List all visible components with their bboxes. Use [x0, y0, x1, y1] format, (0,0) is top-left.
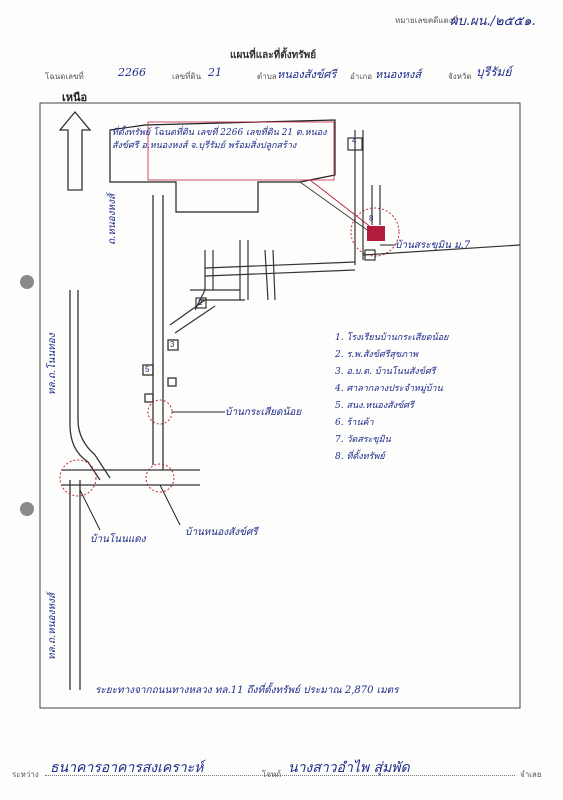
village-label-khao-sian: บ้านกระเสียดน้อย: [225, 407, 302, 418]
site-callout-box: [109, 119, 336, 213]
legend-item: 3. อ.บ.ต. บ้านโนนสังข์ศรี: [335, 367, 436, 377]
road-label-left-bottom: ทล.ถ.หนองหงส์: [47, 592, 58, 660]
district-value: หนองหงส์: [375, 68, 422, 81]
legend-item: 8. ที่ตั้งทรัพย์: [335, 452, 385, 462]
property-marker: [367, 226, 385, 241]
plaintiff-name: ธนาคารอาคารสงเคราะห์: [50, 760, 204, 776]
marker-5: 5: [145, 365, 150, 374]
district-label: อำเภอ: [350, 72, 373, 81]
legend-item: 4. ศาลากลางประจำหมู่บ้าน: [335, 384, 443, 394]
marker-3: 3: [170, 340, 175, 349]
north-arrow-icon: [58, 110, 92, 191]
punch-hole-top: [20, 275, 34, 289]
subdistrict-value: หนองสังข์ศรี: [277, 68, 337, 81]
defendant-name: นางสาวอำไพ สุ่มพัด: [288, 760, 410, 776]
footer-dotted-line: [45, 775, 515, 776]
deed-label: โฉนดเลขที่: [45, 72, 84, 81]
province-value: บุรีรัมย์: [476, 65, 512, 79]
site-callout-text: ที่ตั้งทรัพย์ โฉนดที่ดิน เลขที่ 2266 เลข…: [112, 128, 327, 151]
village-label-nong-hong: บ้านโนนแดง: [90, 534, 146, 545]
legend-item: 5. สนง.หนองสังข์ศรี: [335, 401, 414, 411]
page-title: แผนที่และที่ตั้งทรัพย์: [230, 50, 317, 61]
subdistrict-label: ตำบล: [257, 72, 277, 81]
marker-2: 2: [198, 298, 203, 307]
distance-note: ระยะทางจากถนนทางหลวง ทล.11 ถึงที่ตั้งทรั…: [95, 685, 399, 696]
map-frame: [39, 102, 521, 709]
road-label-center: ถ.หนองหงส์: [107, 193, 118, 245]
village-label-ma7: บ้านสระขุมิน ม.7: [395, 240, 471, 251]
marker-8: 8: [369, 214, 374, 223]
north-label: เหนือ: [62, 92, 88, 104]
road-label-left-top: ทล.ถ.โนนทอง: [47, 333, 58, 395]
deed-value: 2266: [118, 66, 146, 79]
village-label-nong-sang-si: บ้านหนองสังข์ศรี: [185, 527, 258, 538]
doc-number-label: หมายเลขคดีแดงที่: [395, 16, 458, 25]
land-no-value: 21: [208, 66, 222, 79]
legend-item: 2. ร.พ.สังข์ศรีสุขภาพ: [335, 350, 419, 360]
legend-item: 6. ร้านค้า: [335, 418, 374, 428]
land-no-label: เลขที่ดิน: [172, 72, 202, 81]
punch-hole-bottom: [20, 502, 34, 516]
legend-item: 7. วัดสระขุมิน: [335, 435, 391, 445]
plaintiff-role: โจทก์: [262, 770, 282, 779]
between-label: ระหว่าง: [12, 770, 39, 779]
province-label: จังหวัด: [448, 72, 472, 81]
marker-4: 4: [352, 136, 357, 145]
legend-item: 1. โรงเรียนบ้านกระเสียดน้อย: [335, 333, 449, 343]
defendant-role: จำเลย: [520, 770, 542, 779]
doc-number-value: ผบ.ผน./๒๕๕๑.: [450, 14, 536, 29]
